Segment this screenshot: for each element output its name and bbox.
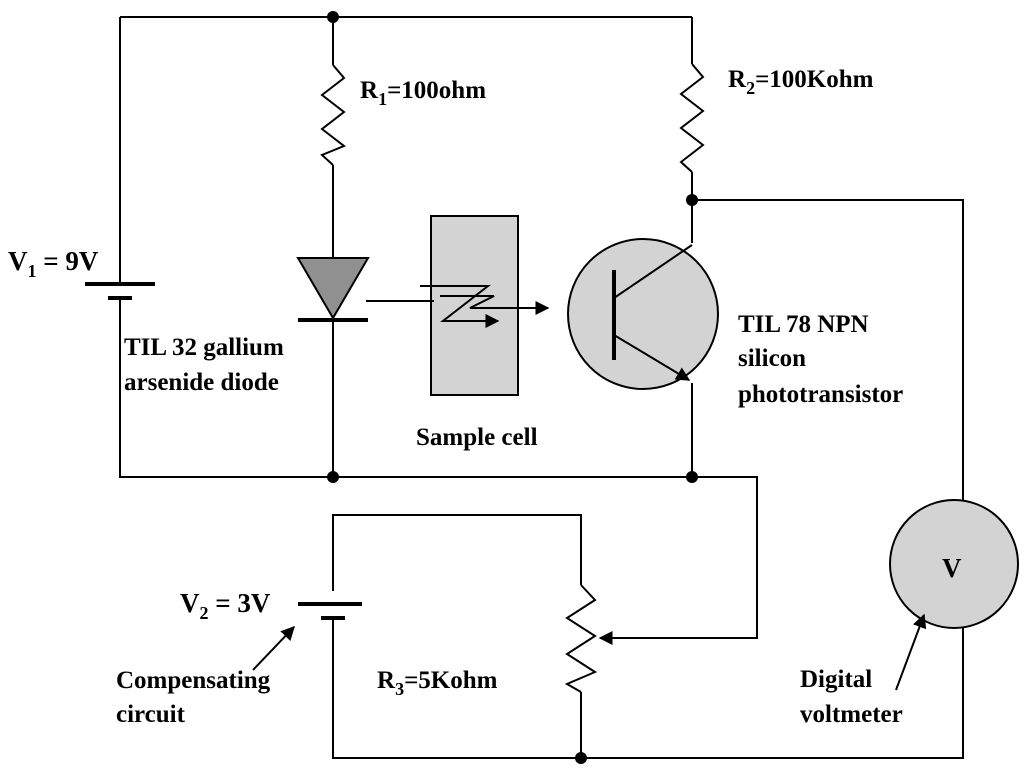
junction-dot: [327, 471, 339, 483]
wire-ground-to-wiper: [609, 476, 758, 639]
junction-dot: [327, 11, 339, 23]
battery-v1: [85, 282, 155, 300]
label-r1: R1=100ohm: [360, 77, 486, 109]
junction-dot: [686, 194, 698, 206]
wire-comp-top: [332, 514, 582, 591]
label-r2: R2=100Kohm: [728, 66, 874, 98]
light-beam: [366, 285, 550, 328]
label-r3: R3=5Kohm: [377, 667, 498, 699]
voltmeter-symbol: V: [942, 553, 962, 583]
wire-collector-to-voltmeter: [692, 199, 964, 500]
potentiometer-r3: [564, 584, 598, 693]
label-v1: V1 = 9V: [8, 246, 99, 281]
junction-dots: [327, 11, 698, 764]
wire-left-bottom: [119, 298, 692, 478]
label-transistor-line-1: TIL 78 NPN: [738, 311, 869, 338]
led-diode: [296, 257, 370, 322]
label-diode-line-2: arsenide diode: [124, 369, 279, 396]
v2-pointer-arrow: [252, 625, 295, 671]
label-voltmeter-line-2: voltmeter: [800, 701, 903, 728]
label-transistor-line-2: silicon: [738, 345, 806, 372]
phototransistor: [567, 238, 719, 390]
voltmeter-pointer-arrow: [895, 613, 927, 691]
label-sample-cell: Sample cell: [416, 424, 538, 451]
wire-voltmeter-return: [581, 628, 964, 759]
wire-comp-bottom: [332, 618, 582, 759]
voltmeter: V: [889, 499, 1019, 629]
label-compensating-line-2: circuit: [116, 701, 186, 728]
wires: [119, 16, 964, 759]
label-compensating-line-1: Compensating: [116, 667, 271, 694]
resistor-r1: [320, 64, 346, 166]
battery-v2: [298, 602, 362, 620]
label-transistor-line-3: phototransistor: [738, 381, 903, 408]
junction-dot: [686, 471, 698, 483]
label-voltmeter-line-1: Digital: [800, 666, 872, 693]
label-diode-line-1: TIL 32 gallium: [124, 334, 284, 361]
junction-dot: [575, 752, 587, 764]
resistor-r2: [679, 63, 705, 173]
label-v2: V2 = 3V: [180, 588, 271, 623]
